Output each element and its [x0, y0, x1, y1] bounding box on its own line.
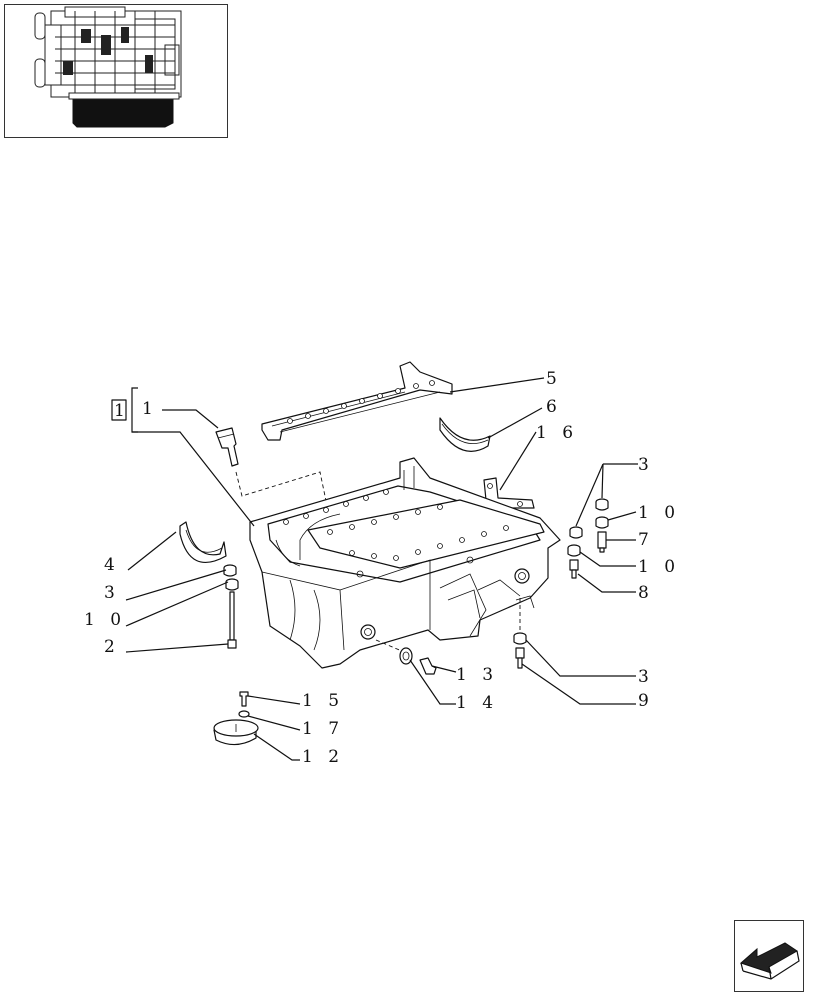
callout-10-left: 1 0: [84, 610, 126, 630]
engine-thumbnail-icon: [34, 6, 182, 128]
callout-7: 7: [638, 530, 654, 550]
callout-8: 8: [638, 583, 654, 603]
half-moon-seal-front: [179, 521, 227, 564]
right-fasteners: [567, 498, 609, 579]
callout-15: 1 5: [302, 691, 344, 711]
next-page-arrow-icon: [740, 942, 800, 980]
callout-numbers: 1 1 5 6 1 6 3 1 0 7 1 0 8 4 3 1 0 2 1 3 …: [84, 369, 680, 767]
callout-17: 1 7: [302, 719, 344, 739]
callout-14: 1 4: [456, 693, 498, 713]
left-fasteners: [223, 564, 239, 649]
cover-plate: [213, 691, 259, 746]
lower-right-fasteners: [513, 632, 527, 669]
callout-2: 2: [104, 637, 120, 657]
dipstick-tube: [215, 427, 331, 521]
callout-kit: 1: [114, 401, 130, 421]
next-page-button[interactable]: [734, 920, 804, 992]
kit-bracket: [111, 387, 255, 527]
engine-thumbnail: [4, 4, 228, 138]
callout-16: 1 6: [536, 423, 578, 443]
callout-13: 1 3: [456, 665, 498, 685]
callout-4: 4: [104, 555, 120, 575]
half-moon-seal-rear: [439, 417, 491, 452]
callout-3-left: 3: [104, 583, 120, 603]
leader-lines: [125, 377, 638, 761]
gasket-plate: [261, 361, 453, 441]
callout-12: 1 2: [302, 747, 344, 767]
callout-3-lower: 3: [638, 667, 654, 687]
callout-3-upper: 3: [638, 455, 654, 475]
callout-5: 5: [546, 369, 562, 389]
callout-9: 9: [638, 691, 654, 711]
drain-plug: [399, 647, 437, 675]
callout-10-upper: 1 0: [638, 503, 680, 523]
oil-sump-body: [249, 457, 561, 669]
callout-6: 6: [546, 397, 562, 417]
callout-1: 1: [142, 399, 158, 419]
callout-10-middle: 1 0: [638, 557, 680, 577]
